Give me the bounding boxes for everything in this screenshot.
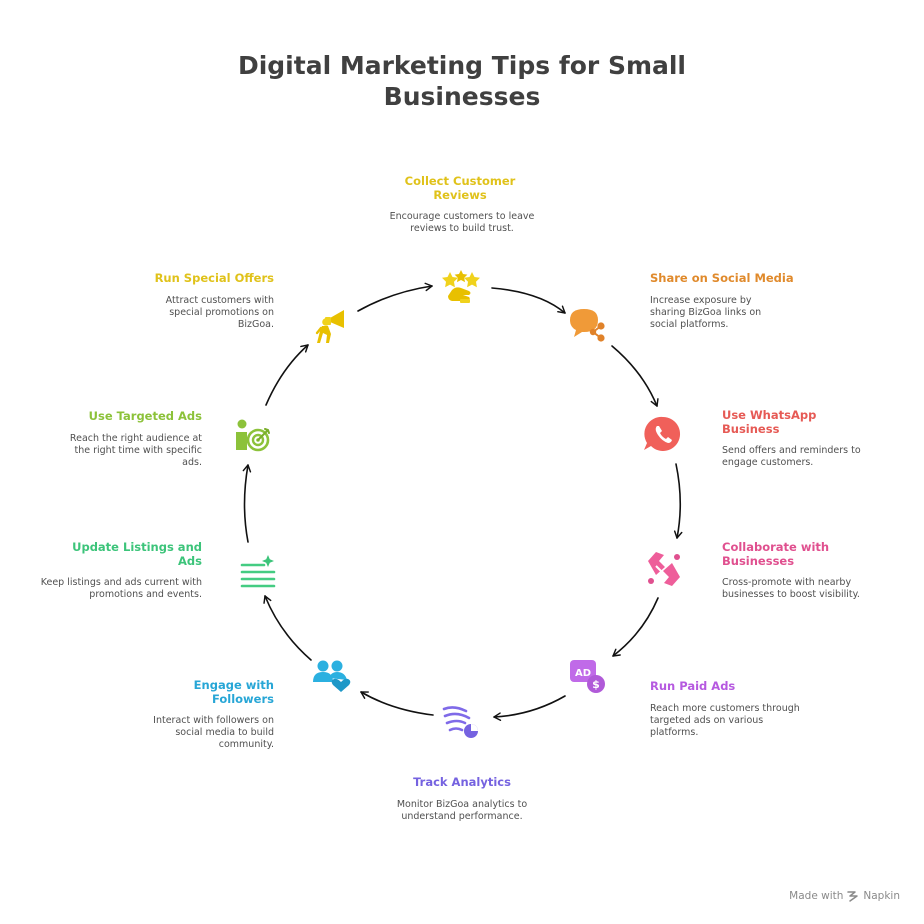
napkin-logo-icon bbox=[847, 891, 859, 902]
step-desc: Reach more customers through targeted ad… bbox=[650, 703, 800, 738]
step-desc: Cross-promote with nearby businesses to … bbox=[722, 577, 860, 600]
analytics-chart-icon bbox=[442, 706, 478, 738]
arrow-social-to-whatsapp bbox=[611, 345, 659, 407]
step-title: Run Paid Ads bbox=[650, 679, 736, 693]
arrow-collaborate-to-paid bbox=[612, 597, 659, 657]
step-title: Update Listings and Ads bbox=[72, 540, 202, 568]
step-desc: Reach the right audience at the right ti… bbox=[69, 433, 202, 468]
megaphone-person-icon bbox=[315, 310, 344, 343]
arrow-whatsapp-to-collaborate bbox=[673, 463, 683, 539]
svg-text:$: $ bbox=[592, 678, 600, 691]
cycle-arrows bbox=[242, 282, 683, 721]
step-title: Use WhatsApp Business bbox=[722, 408, 817, 436]
arrow-listings-to-targeted bbox=[242, 464, 252, 543]
napkin-watermark: Made with Napkin bbox=[789, 890, 900, 902]
made-with-label: Made with bbox=[789, 890, 844, 902]
arrow-paid-to-analytics bbox=[493, 695, 566, 721]
step-desc: Keep listings and ads current with promo… bbox=[40, 577, 202, 600]
ad-dollar-icon: AD $ bbox=[570, 660, 605, 693]
step-title: Share on Social Media bbox=[650, 271, 794, 285]
svg-text:AD: AD bbox=[575, 668, 591, 679]
person-target-icon bbox=[236, 419, 270, 452]
arrow-targeted-to-offers bbox=[265, 344, 309, 406]
brand-label: Napkin bbox=[863, 890, 900, 902]
chat-share-icon bbox=[570, 309, 605, 342]
arrow-analytics-to-followers bbox=[360, 691, 434, 716]
list-sparkle-icon bbox=[240, 555, 276, 588]
step-title: Track Analytics bbox=[413, 775, 511, 789]
step-desc: Attract customers with special promotion… bbox=[165, 295, 274, 330]
users-heart-icon bbox=[313, 660, 351, 692]
step-title: Collect Customer Reviews bbox=[404, 174, 516, 202]
stars-hand-icon bbox=[442, 270, 480, 303]
step-title: Collaborate with Businesses bbox=[722, 540, 830, 568]
step-title: Use Targeted Ads bbox=[88, 409, 202, 423]
whatsapp-phone-icon bbox=[644, 416, 681, 451]
step-desc: Send offers and reminders to engage cust… bbox=[722, 445, 861, 468]
arrow-offers-to-reviews bbox=[357, 282, 433, 312]
step-desc: Increase exposure by sharing BizGoa link… bbox=[650, 295, 762, 330]
step-desc: Interact with followers on social media … bbox=[153, 715, 274, 750]
page-title: Digital Marketing Tips for Small Busines… bbox=[237, 51, 687, 111]
step-title: Engage with Followers bbox=[193, 678, 274, 706]
arrow-followers-to-listings bbox=[263, 595, 312, 661]
step-desc: Monitor BizGoa analytics to understand p… bbox=[396, 799, 528, 822]
step-desc: Encourage customers to leave reviews to … bbox=[389, 211, 535, 234]
step-title: Run Special Offers bbox=[154, 271, 274, 285]
handshake-icon bbox=[648, 552, 680, 586]
arrow-reviews-to-social bbox=[491, 287, 566, 314]
